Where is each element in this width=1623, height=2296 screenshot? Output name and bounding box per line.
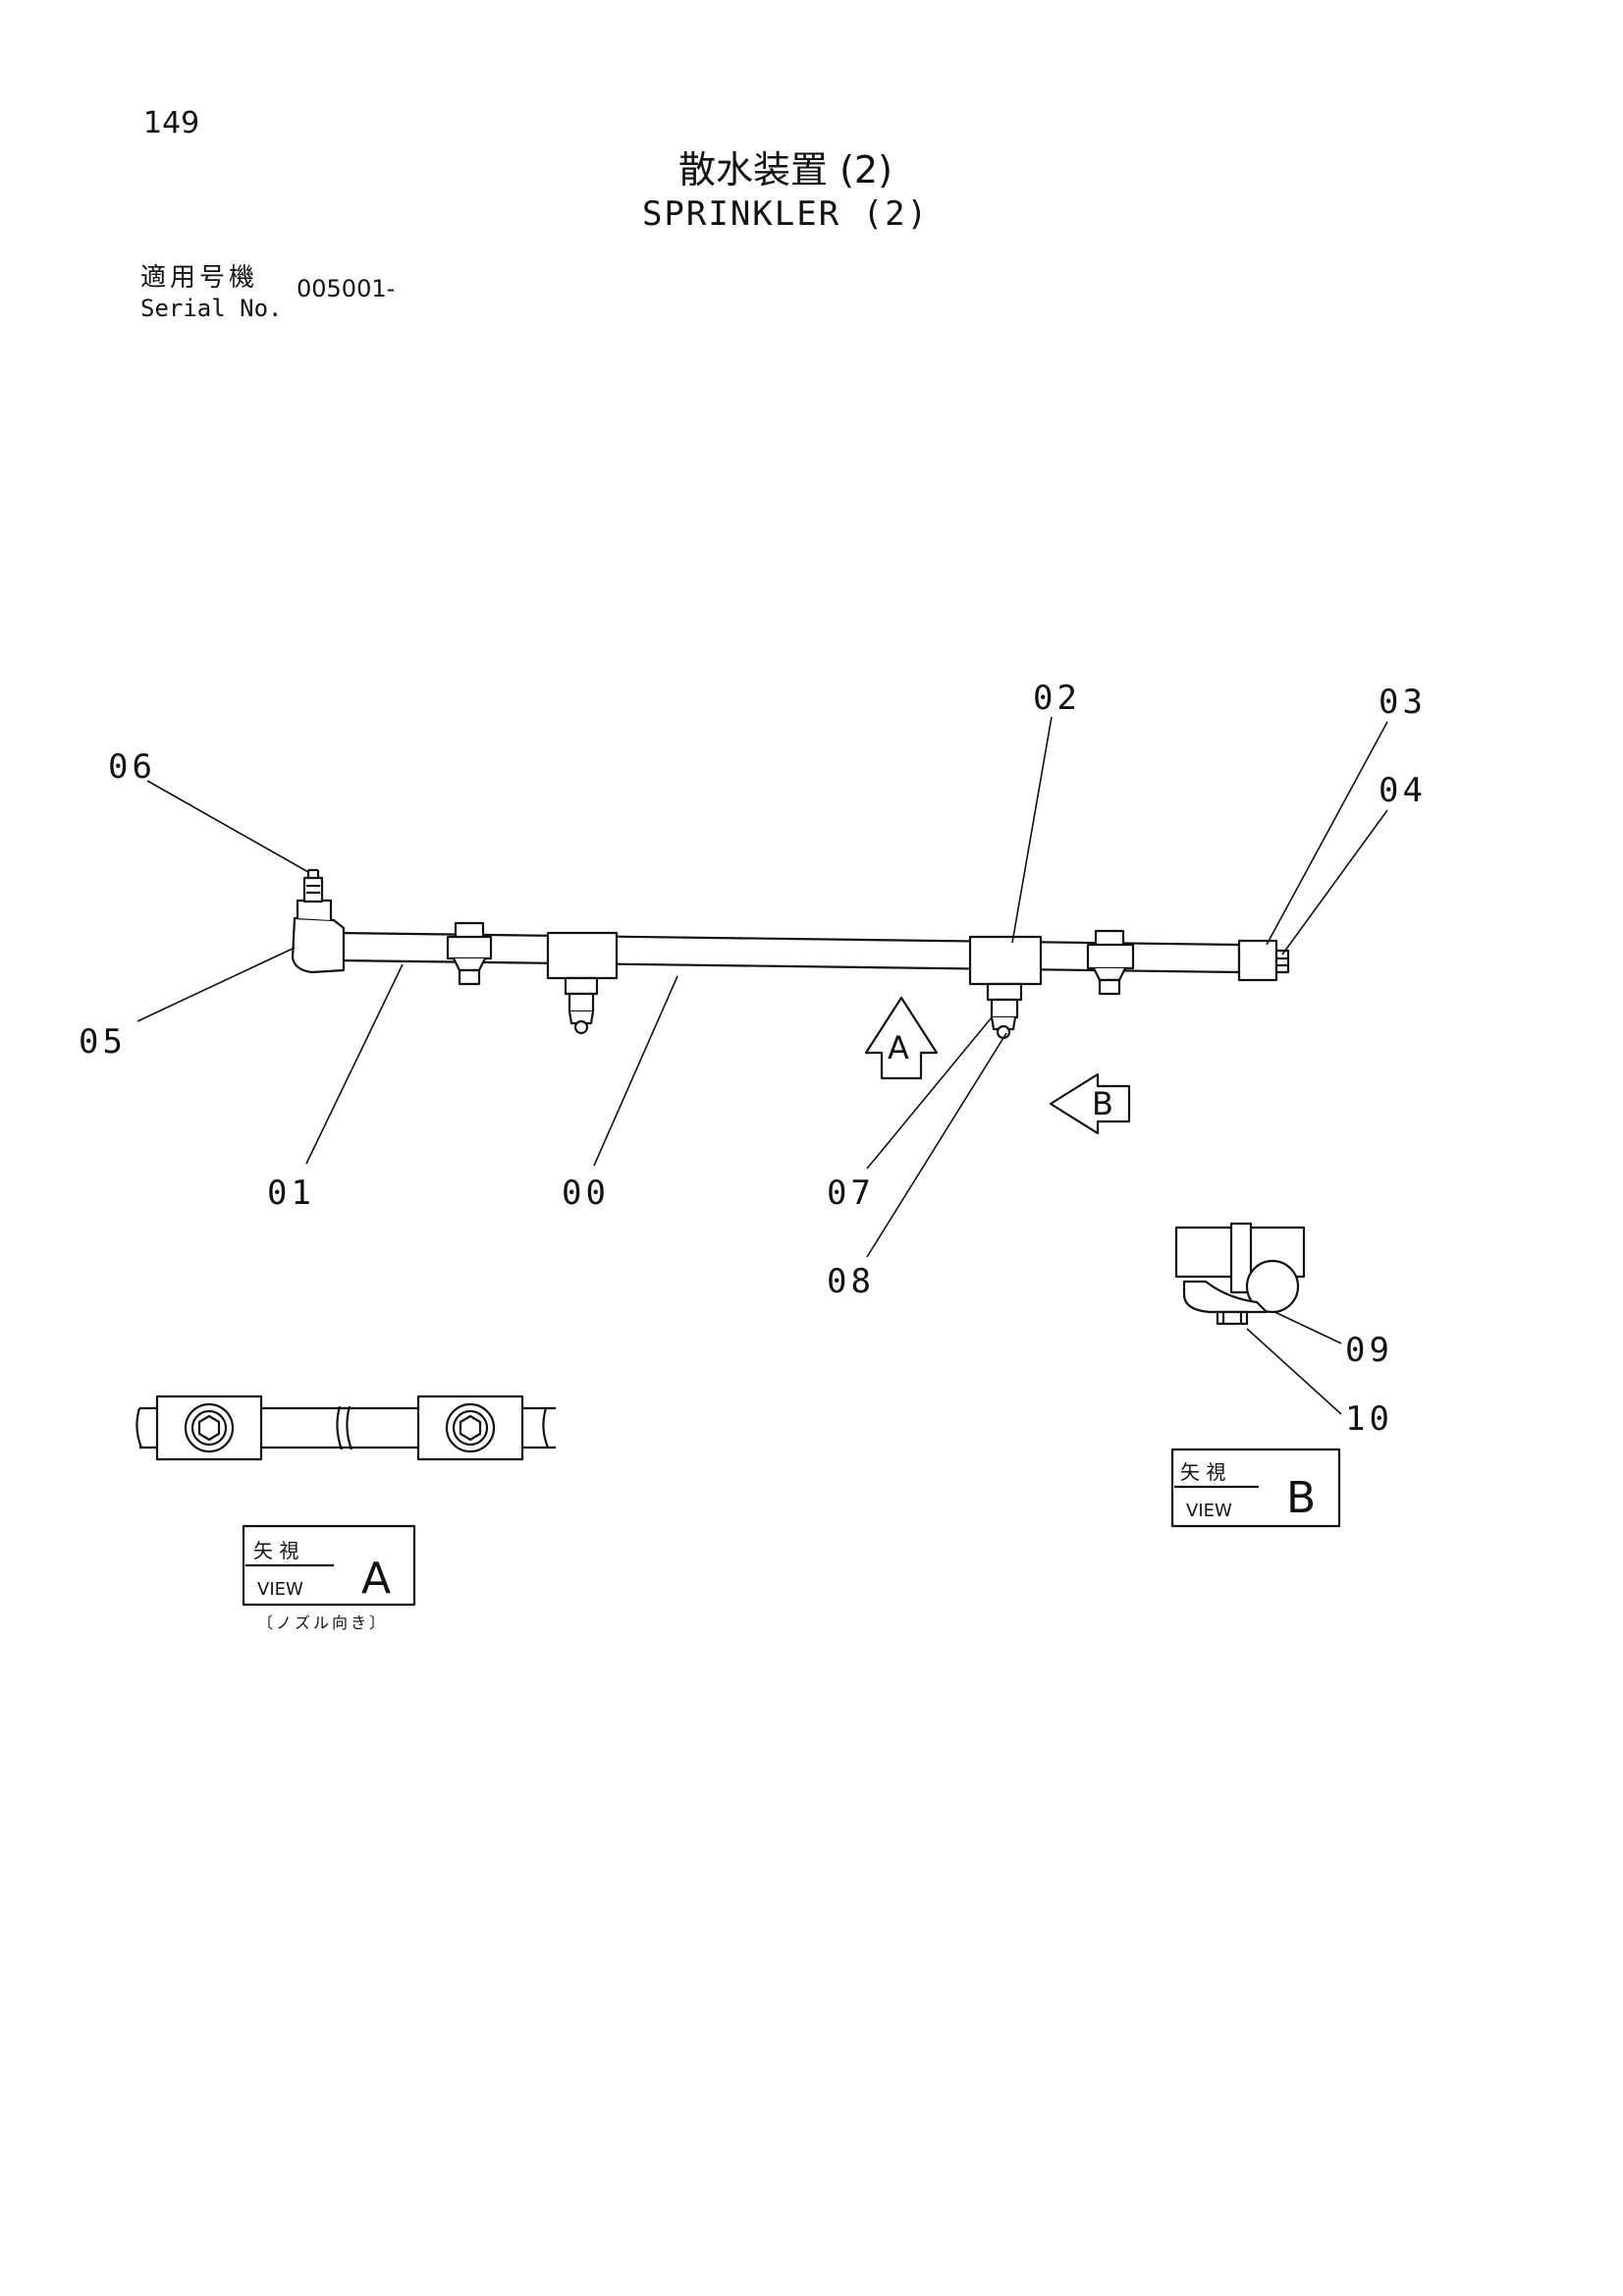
arrow-a-letter: A bbox=[888, 1029, 909, 1066]
page-title-english: SPRINKLER (2) bbox=[641, 194, 930, 234]
view-b-label-english: VIEW bbox=[1186, 1501, 1232, 1521]
view-b-letter: B bbox=[1286, 1473, 1316, 1523]
view-a-detail-drawing bbox=[135, 1394, 556, 1461]
callout-08: 08 bbox=[827, 1262, 875, 1301]
callout-09: 09 bbox=[1345, 1331, 1393, 1370]
pipe-clamp-left bbox=[446, 921, 493, 986]
serial-number-value: 005001- bbox=[297, 275, 396, 302]
callout-01: 01 bbox=[267, 1174, 315, 1213]
view-b-detail-drawing bbox=[1174, 1222, 1306, 1326]
view-a-letter: A bbox=[361, 1554, 391, 1604]
callout-03: 03 bbox=[1379, 683, 1427, 722]
view-a-label-english: VIEW bbox=[257, 1579, 303, 1600]
view-a-label-box bbox=[242, 1524, 416, 1607]
page-title-japanese: 散水装置 (2) bbox=[678, 148, 893, 191]
callout-10: 10 bbox=[1345, 1399, 1393, 1439]
view-a-label-japanese: 矢 視 bbox=[253, 1539, 298, 1562]
callout-02: 02 bbox=[1033, 679, 1081, 718]
arrow-b-letter: B bbox=[1092, 1085, 1113, 1122]
view-b-arrow bbox=[1049, 1072, 1131, 1135]
serial-label-japanese: 適用号機 bbox=[140, 263, 259, 293]
view-a-note: 〔ノズル向き〕 bbox=[257, 1613, 388, 1632]
callout-04: 04 bbox=[1379, 771, 1427, 810]
page-number: 149 bbox=[143, 106, 200, 140]
serial-label-english: Serial No. bbox=[140, 295, 283, 322]
leader-lines bbox=[136, 716, 1388, 1415]
view-a-arrow bbox=[864, 996, 939, 1080]
callout-06: 06 bbox=[108, 747, 156, 787]
callout-07: 07 bbox=[827, 1174, 875, 1213]
elbow-fitting bbox=[291, 868, 346, 974]
callout-00: 00 bbox=[562, 1174, 610, 1213]
pipe-end-fitting bbox=[1237, 939, 1290, 982]
callout-05: 05 bbox=[79, 1022, 127, 1062]
pipe-clamp-right bbox=[1086, 929, 1135, 996]
view-b-label-japanese: 矢 視 bbox=[1180, 1460, 1225, 1484]
pipe-tee-right bbox=[968, 935, 1043, 1040]
view-b-label-box bbox=[1170, 1448, 1341, 1528]
pipe-tee-left bbox=[546, 931, 619, 1035]
